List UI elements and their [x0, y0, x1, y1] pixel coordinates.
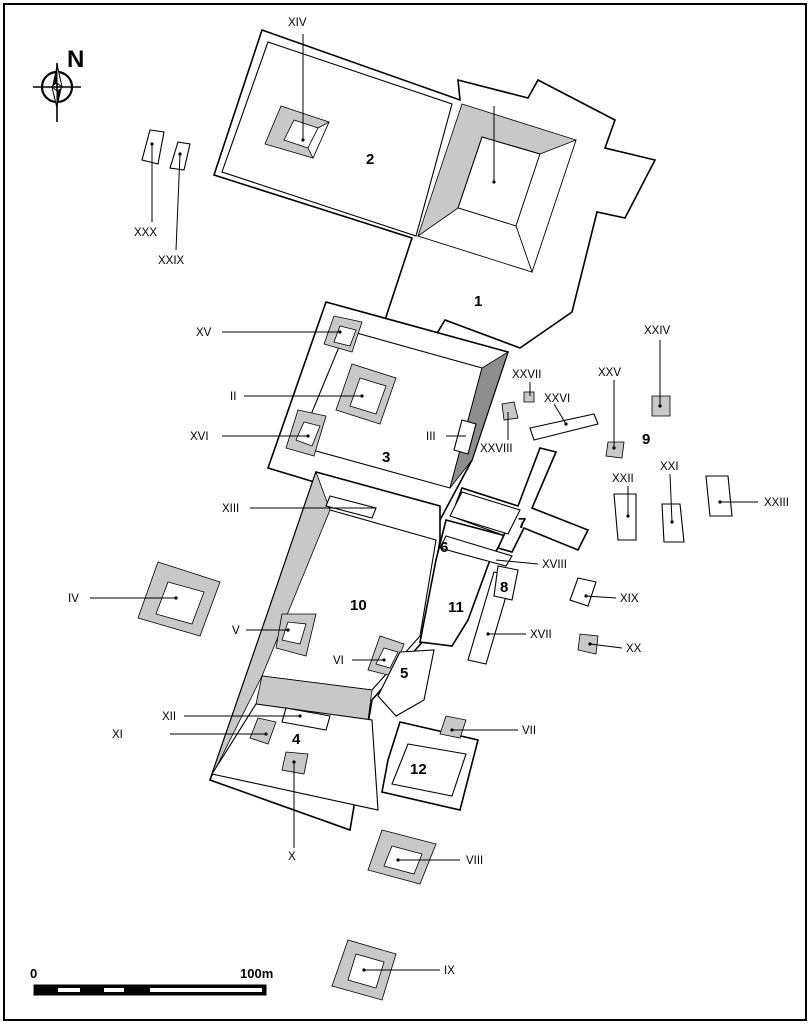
label-XIII: XIII	[222, 503, 239, 515]
label-XXII: XXII	[612, 473, 634, 485]
zone-6: 6	[440, 539, 448, 556]
structure-XIX	[569, 577, 597, 607]
structure-VII	[439, 715, 467, 739]
structure-8	[493, 565, 519, 601]
structure-XXVI	[529, 413, 599, 441]
label-V: V	[232, 625, 240, 637]
label-XI: XI	[112, 729, 123, 741]
zone-9: 9	[642, 431, 650, 448]
zone-2: 2	[366, 151, 374, 168]
zone-4: 4	[292, 731, 301, 748]
label-XIV: XIV	[288, 17, 307, 29]
structure-XXVII	[523, 391, 535, 403]
structure-II	[335, 363, 397, 425]
structure-XIII	[325, 495, 377, 519]
zone-12: 12	[410, 761, 427, 778]
zone-10: 10	[350, 597, 367, 614]
structure-XXIII	[705, 475, 733, 517]
label-VIII: VIII	[466, 855, 483, 867]
structure-XI	[249, 717, 277, 745]
label-VI: VI	[333, 655, 344, 667]
structure-markers	[150, 138, 722, 972]
label-XII: XII	[162, 711, 176, 723]
zone-11: 11	[448, 599, 464, 616]
label-XXIV: XXIV	[644, 325, 671, 337]
zone-5: 5	[400, 665, 408, 682]
label-XXVII: XXVII	[512, 369, 541, 381]
structure-XVIII	[439, 535, 513, 567]
zone-numbers: 1 2 3 4 5 6 7 8 9 10 11 12	[292, 151, 650, 778]
structure-5	[377, 649, 435, 717]
structure-XV	[323, 315, 363, 353]
scale-start-label: 0	[30, 966, 37, 981]
structure-V	[275, 613, 317, 657]
label-XXIX: XXIX	[158, 255, 185, 267]
scale-bar: 0 100m	[30, 966, 273, 996]
label-XXV: XXV	[598, 367, 621, 379]
structure-XIV	[264, 105, 330, 159]
label-VII: VII	[522, 725, 536, 737]
structure-labels: XIV XV II XVI III XIII IV V VI XII XI X …	[68, 17, 789, 977]
north-label: N	[67, 46, 84, 73]
label-IV: IV	[68, 593, 79, 605]
structure-XXX	[141, 129, 165, 165]
label-III: III	[426, 431, 436, 443]
label-XXVIII: XXVIII	[480, 443, 513, 455]
label-XXX: XXX	[134, 227, 157, 239]
group-7	[449, 447, 590, 553]
zone-1: 1	[474, 293, 482, 310]
leader-lines	[90, 34, 758, 971]
label-XX: XX	[626, 643, 642, 655]
scale-end-label: 100m	[240, 966, 273, 981]
structure-XVI	[285, 409, 327, 457]
label-XXI: XXI	[660, 461, 679, 473]
zone-7: 7	[518, 515, 526, 532]
structure-XX	[577, 633, 599, 655]
court-12-inner	[391, 743, 467, 797]
label-XVII: XVII	[530, 629, 552, 641]
label-XXIII: XXIII	[764, 497, 789, 509]
label-XVI: XVI	[190, 431, 209, 443]
platform-2-inner	[221, 41, 453, 237]
label-XIX: XIX	[620, 593, 639, 605]
structure-XII	[281, 707, 331, 731]
label-XXVI: XXVI	[544, 393, 570, 405]
label-IX: IX	[444, 965, 455, 977]
structure-XXVIII	[501, 401, 519, 421]
structure-XXV	[605, 441, 625, 459]
label-XVIII: XVIII	[542, 559, 567, 571]
zone-8: 8	[500, 579, 508, 596]
map-frame	[3, 3, 807, 1021]
zone-3: 3	[382, 449, 390, 466]
label-X: X	[288, 851, 296, 863]
north-arrow-icon: N	[33, 46, 84, 122]
structure-XXII	[613, 493, 637, 541]
structure-IV	[137, 561, 221, 637]
label-II: II	[230, 391, 236, 403]
label-XV: XV	[196, 327, 212, 339]
structure-III	[453, 419, 477, 455]
structure-VIII	[367, 829, 437, 885]
